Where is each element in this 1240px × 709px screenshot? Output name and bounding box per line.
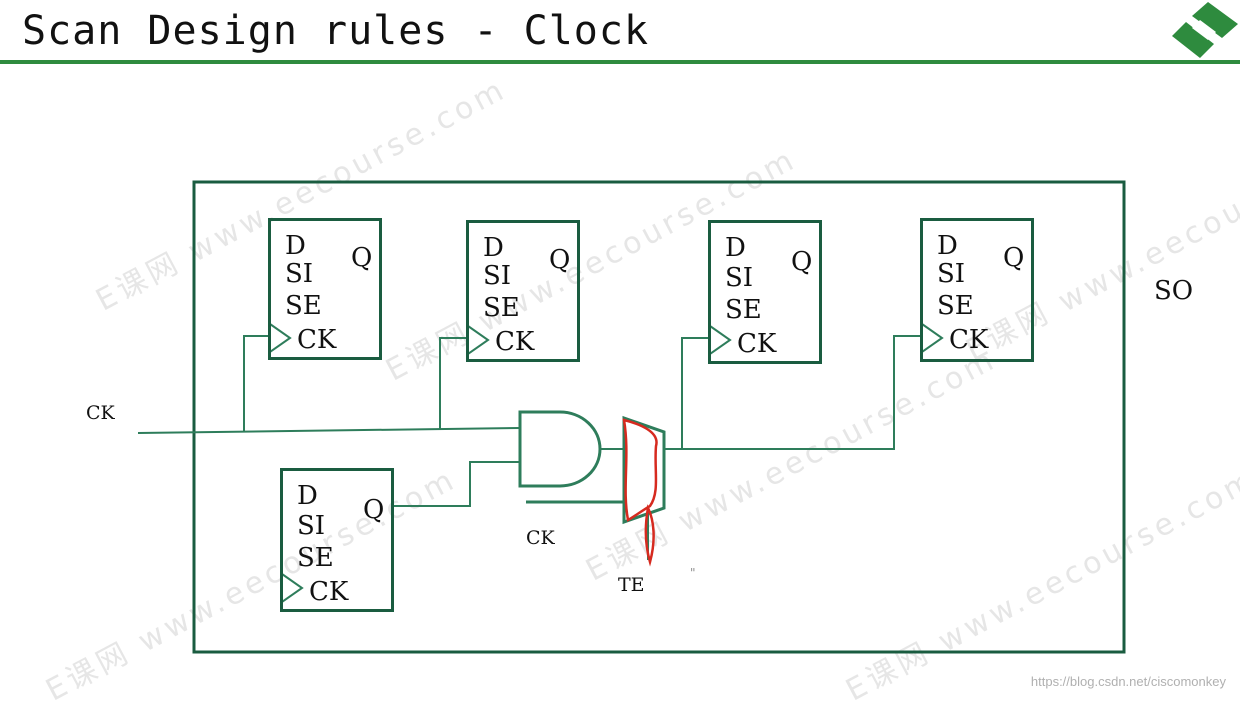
pin-q: Q (791, 247, 813, 277)
module-boundary (192, 180, 1126, 654)
mux (622, 415, 666, 525)
te-label: TE (618, 574, 645, 596)
pin-q: Q (549, 245, 571, 275)
pin-ck: CK (297, 325, 337, 355)
pin-si: SI (297, 511, 326, 541)
clock-branch-wire (243, 335, 270, 432)
pin-se: SE (297, 543, 334, 573)
pin-si: SI (725, 263, 754, 293)
pin-se: SE (937, 291, 974, 321)
scan-flipflop-2: D SI SE CK Q (466, 220, 580, 362)
scan-flipflop-3: D SI SE CK Q (708, 220, 822, 364)
pin-q: Q (1003, 243, 1025, 273)
gated-clock-branch-wire (681, 337, 710, 449)
q-to-and-wire (392, 461, 520, 507)
clock-branch-wire (439, 337, 468, 430)
pin-ck: CK (949, 325, 989, 355)
pin-d: D (285, 231, 306, 261)
pin-d: D (297, 481, 318, 511)
clock-wire (137, 427, 521, 434)
course-logo (1172, 2, 1238, 58)
ck-gate-label: CK (526, 527, 555, 549)
pin-se: SE (725, 295, 762, 325)
scan-flipflop-4: D SI SE CK Q (920, 218, 1034, 362)
pin-ck: CK (309, 577, 349, 607)
source-credit: https://blog.csdn.net/ciscomonkey (1030, 674, 1226, 689)
pin-d: D (725, 233, 746, 263)
pin-d: D (937, 231, 958, 261)
title-divider (0, 60, 1240, 64)
slide-title: Scan Design rules - Clock (22, 8, 650, 54)
pin-si: SI (285, 259, 314, 289)
pin-si: SI (937, 259, 966, 289)
so-label: SO (1154, 276, 1194, 306)
pin-q: Q (363, 495, 385, 525)
annotation-highlight (622, 418, 658, 522)
ck-input-label: CK (86, 402, 115, 424)
pin-si: SI (483, 261, 512, 291)
pin-se: SE (285, 291, 322, 321)
and-gate (518, 410, 602, 488)
pin-se: SE (483, 293, 520, 323)
pin-ck: CK (495, 327, 535, 357)
scan-flipflop-5: D SI SE CK Q (280, 468, 394, 612)
annotation-highlight (644, 504, 655, 567)
scan-flipflop-1: D SI SE CK Q (268, 218, 382, 360)
pin-q: Q (351, 243, 373, 273)
pin-d: D (483, 233, 504, 263)
mux-output-wire (664, 335, 922, 450)
pin-ck: CK (737, 329, 777, 359)
stray-mark: " (690, 566, 696, 580)
